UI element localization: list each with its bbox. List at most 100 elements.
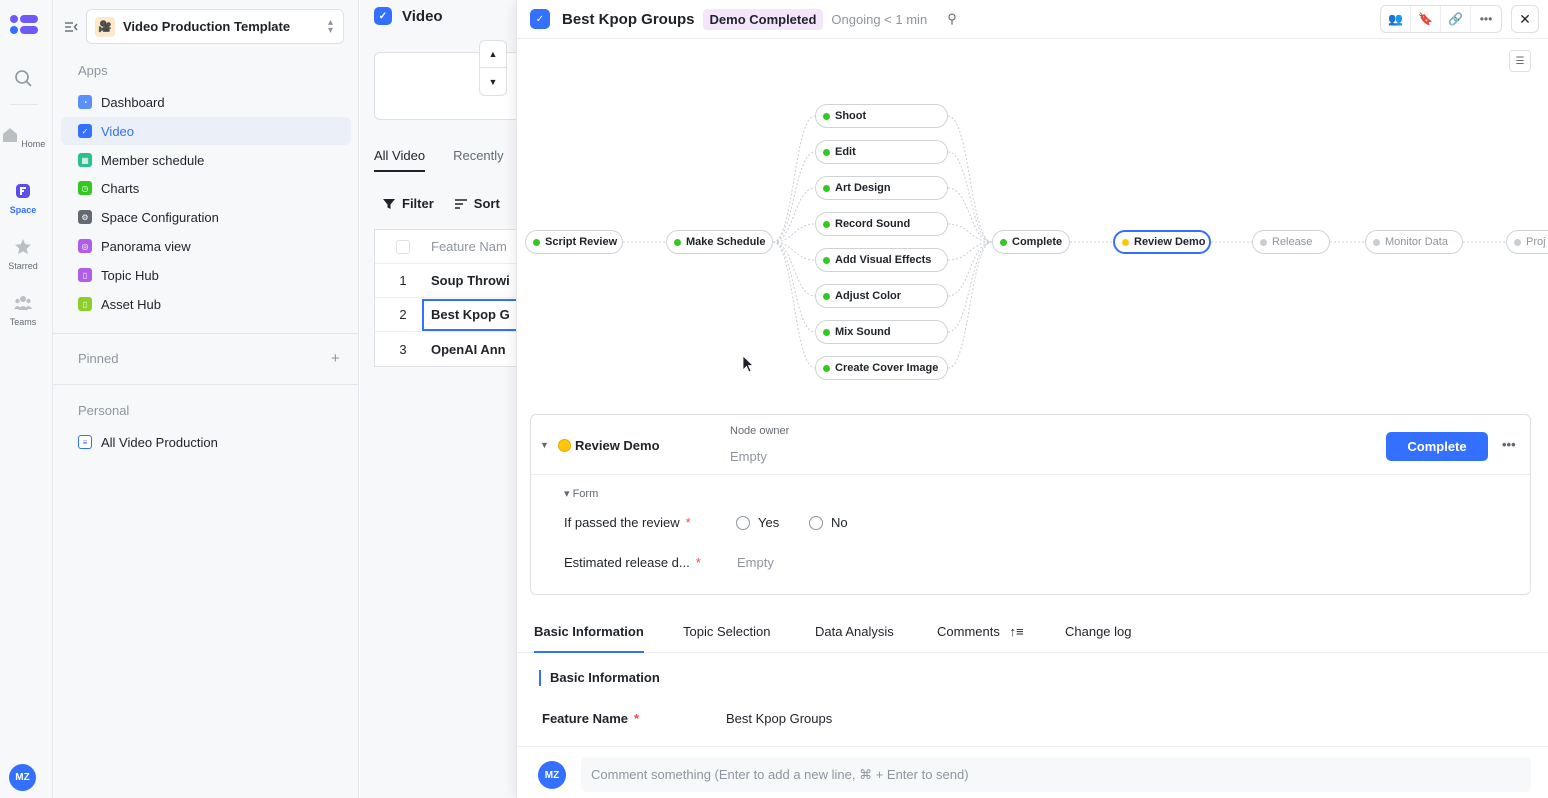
table-row[interactable]: 1 Soup Throwi [375,264,516,298]
comment-input[interactable]: Comment something (Enter to add a new li… [581,757,1531,792]
radio-no[interactable]: No [809,515,848,530]
form-title-label: Form [572,488,599,500]
close-icon[interactable]: ✕ [1511,5,1539,33]
form-section-title[interactable]: ▾ Form [564,488,599,500]
view-tabs: All Video Recently [374,148,504,172]
radio-no-label: No [831,515,848,530]
tab-data-analysis[interactable]: Data Analysis [815,624,894,639]
workflow-node-complete[interactable]: Complete [992,230,1070,254]
scroll-stepper[interactable]: ▲ ▼ [479,40,507,96]
sidebar-item-panorama-view[interactable]: ◎ Panorama view [61,232,351,260]
scroll-up-icon[interactable]: ▲ [480,41,506,68]
sidebar-item-topic-hub[interactable]: ▯ Topic Hub [61,261,351,289]
flow-settings-icon[interactable]: ☰ [1509,50,1531,72]
select-all-checkbox[interactable] [396,239,410,254]
scroll-down-icon[interactable]: ▼ [488,76,498,87]
column-header-feature-name[interactable]: Feature Nam [431,239,507,254]
sort-button[interactable]: Sort [454,196,500,211]
node-owner-value[interactable]: Empty [730,449,767,464]
search-icon[interactable] [13,68,33,88]
sidebar-item-label: Member schedule [101,152,205,168]
node-status-dot [823,256,830,264]
workflow-node-proj[interactable]: Proj [1506,230,1548,254]
node-card: ▼ Review Demo Node owner Empty Complete … [530,414,1531,595]
release-date-value[interactable]: Empty [737,555,774,570]
rail-home[interactable]: Home [0,126,46,149]
app-logo-icon[interactable] [9,14,39,36]
sidebar-item-charts[interactable]: ◷ Charts [61,174,351,202]
bookmark-icon[interactable]: 🔖 [1411,6,1441,32]
link-icon[interactable]: 🔗 [1441,6,1471,32]
sidebar-divider [53,333,359,334]
tab-basic-information[interactable]: Basic Information [534,624,644,653]
rail-teams[interactable]: Teams [0,294,46,327]
workflow-node-vfx[interactable]: Add Visual Effects [815,248,948,272]
pin-icon[interactable]: ⚲ [947,11,957,26]
collapse-node-icon[interactable]: ▼ [540,440,549,450]
sidebar-item-all-video-production[interactable]: ≡ All Video Production [61,428,351,456]
rail-starred[interactable]: Starred [0,238,46,271]
table-row[interactable]: 3 OpenAI Ann [375,332,516,366]
workflow-node-monitor[interactable]: Monitor Data [1365,230,1463,254]
workflow-node-script[interactable]: Script Review [525,230,623,254]
chart-icon: ◷ [78,181,92,195]
workflow-node-art[interactable]: Art Design [815,176,948,200]
radio-yes[interactable]: Yes [736,515,779,530]
sidebar-item-dashboard[interactable]: ◔ Dashboard [61,88,351,116]
radio-circle[interactable] [736,515,750,530]
tab-change-log[interactable]: Change log [1065,624,1132,639]
workflow-node-mix[interactable]: Mix Sound [815,320,948,344]
workflow-node-review[interactable]: Review Demo [1113,230,1211,254]
rail-space[interactable]: Space [0,182,46,215]
tab-comments[interactable]: Comments ↑≡ [937,624,1024,639]
user-avatar[interactable]: MZ [9,764,36,791]
node-status-dot [823,220,830,228]
node-status-dot [533,238,540,246]
sidebar-item-asset-hub[interactable]: ▯ Asset Hub [61,290,351,318]
table-row[interactable]: 2 Best Kpop G [375,298,516,332]
collapse-sidebar-icon[interactable] [63,19,79,35]
updown-chevron-icon: ▴▾ [327,16,333,36]
star-icon [15,239,31,255]
node-status-dot [1260,238,1267,246]
workflow-connector [947,241,993,297]
workflow-connector [772,223,816,243]
node-more-icon[interactable]: ••• [1502,437,1516,452]
sidebar-item-video[interactable]: ✓ Video [61,117,351,145]
teams-icon [14,296,32,310]
workflow-node-cover[interactable]: Create Cover Image [815,356,948,380]
feature-name-text: Feature Name [542,711,628,726]
workflow-node-shoot[interactable]: Shoot [815,104,948,128]
tab-topic-selection[interactable]: Topic Selection [683,624,771,639]
workflow-node-release[interactable]: Release [1252,230,1330,254]
radio-circle[interactable] [809,515,823,530]
filter-button[interactable]: Filter [382,196,434,211]
share-users-icon[interactable]: 👥 [1381,6,1411,32]
node-owner-label: Node owner [730,425,790,437]
tab-all-video[interactable]: All Video [374,148,426,172]
workflow-node-schedule[interactable]: Make Schedule [666,230,773,254]
row-feature-name-selected[interactable]: Best Kpop G [422,298,516,331]
workspace-selector[interactable]: 🎥 Video Production Template ▴▾ [86,9,344,44]
row-feature-name[interactable]: OpenAI Ann [431,341,506,357]
home-icon [2,128,17,142]
release-date-text: Estimated release d... [564,555,690,570]
workflow-node-color[interactable]: Adjust Color [815,284,948,308]
workflow-node-label: Shoot [835,110,867,122]
sidebar-item-member-schedule[interactable]: ▦ Member schedule [61,146,351,174]
tab-recently[interactable]: Recently [453,148,504,163]
add-pinned-icon[interactable]: + [331,350,340,367]
feature-name-value[interactable]: Best Kpop Groups [726,711,833,726]
workspace-name: Video Production Template [123,19,291,34]
workflow-node-edit[interactable]: Edit [815,140,948,164]
more-icon[interactable]: ••• [1479,12,1493,26]
sidebar-item-space-configuration[interactable]: ⚙ Space Configuration [61,203,351,231]
personal-section-title: Personal [78,403,130,418]
record-title: Best Kpop Groups [562,10,695,28]
sort-ascending-icon[interactable]: ↑≡ [1009,624,1024,639]
row-feature-name[interactable]: Soup Throwi [431,273,510,288]
workflow-node-record[interactable]: Record Sound [815,212,948,236]
complete-button[interactable]: Complete [1386,432,1488,461]
workflow-connector [947,241,993,369]
